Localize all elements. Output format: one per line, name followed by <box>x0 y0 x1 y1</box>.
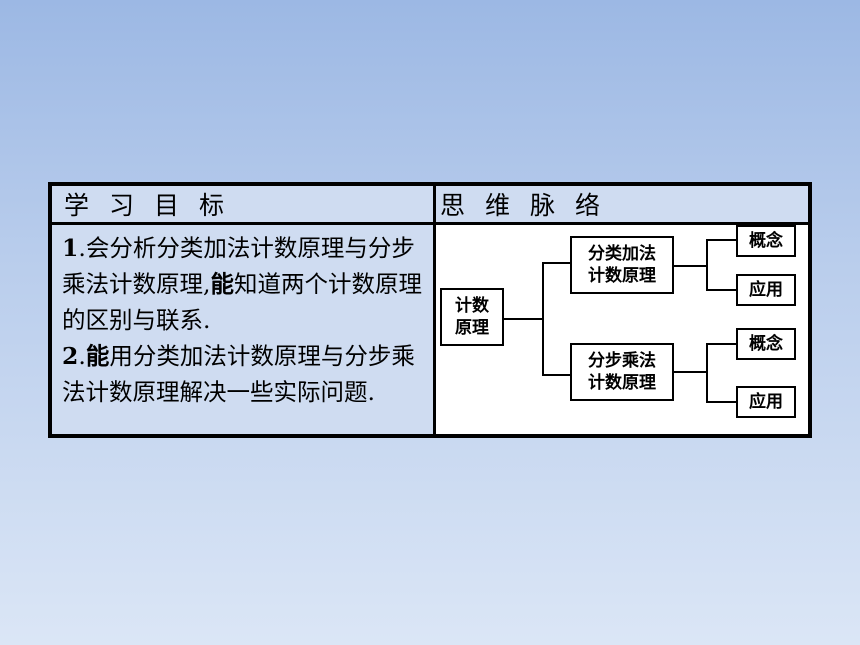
leaf-application-1: 应用 <box>736 274 796 306</box>
connector-root-vertical <box>542 262 544 376</box>
objectives-table: 学习目标 思维脉络 1.会分析分类加法计数原理与分步乘法计数原理,能知道两个计数… <box>48 182 812 438</box>
connector-leaf1a <box>706 239 736 241</box>
connector-leaf2a <box>706 343 736 345</box>
objective-2: 2.能用分类加法计数原理与分步乘法计数原理解决一些实际问题. <box>62 342 415 406</box>
connector-branch2 <box>542 374 570 376</box>
leaf-concept-1: 概念 <box>736 225 796 257</box>
connector-branch1-vertical <box>706 239 708 291</box>
mind-map-diagram: 计数原理 分类加法计数原理 分步乘法计数原理 概念 应用 概念 应用 <box>436 225 808 434</box>
objectives-list: 1.会分析分类加法计数原理与分步乘法计数原理,能知道两个计数原理的区别与联系. … <box>52 225 436 434</box>
branch-node-multiplication: 分步乘法计数原理 <box>570 343 674 401</box>
leaf-application-2: 应用 <box>736 386 796 418</box>
connector-leaf1b <box>706 289 736 291</box>
objective-1: 1.会分析分类加法计数原理与分步乘法计数原理,能知道两个计数原理的区别与联系. <box>62 234 422 334</box>
branch-node-classification: 分类加法计数原理 <box>570 236 674 294</box>
root-node: 计数原理 <box>440 288 504 346</box>
connector-leaf2b <box>706 401 736 403</box>
connector-branch1 <box>542 262 570 264</box>
connector-branch1-out <box>674 265 708 267</box>
connector-branch2-vertical <box>706 343 708 403</box>
connector-root <box>502 318 544 320</box>
header-learning-objectives: 学习目标 <box>52 186 436 225</box>
header-mind-map: 思维脉络 <box>436 186 808 225</box>
connector-branch2-out <box>674 371 708 373</box>
leaf-concept-2: 概念 <box>736 328 796 360</box>
